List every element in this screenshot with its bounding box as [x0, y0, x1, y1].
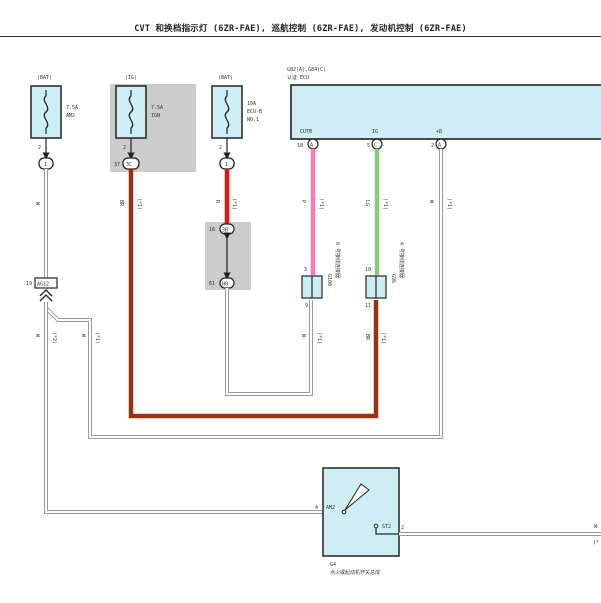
ecu-pin-ig-num: 5	[367, 143, 370, 149]
wire-lg-label: LG	[364, 200, 370, 206]
fuse2-pin-left: 37	[114, 162, 120, 168]
ecu-box	[290, 84, 601, 140]
fuse3-connector-label: 1	[225, 162, 228, 168]
ignition-switch-box	[322, 467, 400, 557]
joint-bot-pin: 61	[209, 281, 215, 287]
wire-w-ag12-label: W	[34, 334, 40, 338]
g96-name: G96	[390, 274, 396, 283]
ecu-pin-b-label: +B	[436, 129, 442, 135]
ecu-pin-ig-conn: C	[374, 143, 377, 149]
ag12-connector	[34, 277, 58, 289]
ecu-pin-b-num: 2	[431, 143, 434, 149]
fuse2-icon	[128, 95, 134, 129]
switch-st2-contact-icon	[373, 523, 379, 529]
g96-desc: 4 号接线连接器	[398, 242, 405, 278]
ag12-conn: AG12	[37, 282, 49, 288]
fuse3-name2: NO.1	[247, 117, 259, 123]
page-title: CVT 和换档指示灯 (6ZR-FAE), 巡航控制 (6ZR-FAE), 发动…	[134, 24, 467, 34]
fuse1-icon	[43, 95, 49, 129]
wire-br-g96-note: (*1)	[380, 332, 386, 344]
wire-br-note: (*1)	[136, 198, 142, 210]
fuse3-rating: 10A	[247, 101, 256, 107]
switch-name: 点火或起动机开关总成	[330, 569, 380, 576]
wire-w-ag12-note: (*2)	[51, 332, 57, 344]
wire-w-g100-note: (*1)	[316, 332, 322, 344]
g100-top-pin: 3	[304, 267, 307, 273]
g100-desc: 6 号接线连接器	[334, 242, 341, 278]
ag12-chevron-icon	[39, 289, 53, 302]
wire-br-label: BR	[118, 200, 124, 207]
fuse1-pin: 2	[38, 145, 41, 151]
wire-w-g100-label: W	[300, 334, 306, 338]
ecu-pin-cutb-label: CUTB	[300, 129, 312, 135]
fuse1-rating: 7.5A	[66, 105, 78, 111]
g100-bottom-pin: 9	[305, 303, 308, 309]
g100-name: G100	[326, 274, 332, 286]
fuse2-source: (IG)	[125, 75, 137, 81]
wire-lg-note: (*1)	[382, 198, 388, 210]
wire-w-joint	[225, 288, 313, 396]
wire-w-branch-label: W	[80, 334, 86, 338]
wire-am2-label: W	[34, 202, 40, 206]
fuse2-rating: 7.5A	[151, 105, 163, 111]
wire-w-joint-core	[226, 288, 312, 395]
ecu-pin-cutb-num: 10	[297, 143, 303, 149]
wire-w-branch-note: (*1)	[94, 332, 100, 344]
wire-w-st2-note: (*	[593, 540, 599, 546]
wire-br	[128, 169, 379, 419]
ecu-pin-ig-label: IG	[372, 129, 378, 135]
wire-w-ag12-core	[45, 302, 340, 513]
fuse3-source: (BAT)	[218, 75, 233, 81]
fuse3-name: ECU-B	[247, 109, 262, 115]
wire-w-plusb-core	[45, 149, 442, 438]
ecu-name: 认证 ECU	[287, 74, 309, 81]
fuse3-icon	[224, 95, 230, 129]
fuse2-pin: 2	[123, 145, 126, 151]
g96-bottom-pin: 11	[365, 303, 371, 309]
switch-am2-pin: 4	[315, 505, 318, 511]
ecu-code: G82(A),G84(C)	[287, 67, 326, 73]
joint-top-conn: 3B	[222, 228, 228, 234]
fuse2-connector-label: 3C	[126, 162, 132, 168]
switch-st2-label: ST2	[382, 524, 391, 530]
fuse2-name: IGN	[151, 113, 160, 119]
switch-contact-icon	[341, 509, 347, 515]
switch-st2-pin: 2	[401, 525, 404, 531]
wire-r-note: (*1)	[231, 198, 237, 210]
fuse3-pin: 2	[219, 145, 222, 151]
ecu-pin-cutb-conn: A	[310, 143, 313, 149]
fuse1-source: (BAT)	[37, 75, 52, 81]
wire-w-plusb-note: (*1)	[446, 198, 452, 210]
g96-top-pin: 10	[365, 267, 371, 273]
ag12-pin: 19	[26, 281, 32, 287]
wire-w-plusb-label: W	[428, 200, 434, 204]
switch-code: G4	[330, 562, 336, 568]
wire-w-st2-label: W	[594, 524, 598, 530]
wire-br-g96-label: BR	[364, 334, 370, 341]
wire-r-label: R	[214, 200, 220, 204]
switch-am2-label: AM2	[326, 505, 335, 511]
joint-top-pin: 16	[209, 227, 215, 233]
fuse1-connector-label: 1	[44, 162, 47, 168]
title-divider	[0, 36, 601, 37]
fuse1-name: AM2	[66, 113, 75, 119]
switch-blade-icon	[344, 483, 370, 511]
wire-p-label: P	[300, 200, 306, 203]
ecu-pin-b-conn: A	[438, 143, 441, 149]
wire-p-note: (*1)	[318, 198, 324, 210]
joint-bot-conn: H0	[222, 282, 228, 288]
